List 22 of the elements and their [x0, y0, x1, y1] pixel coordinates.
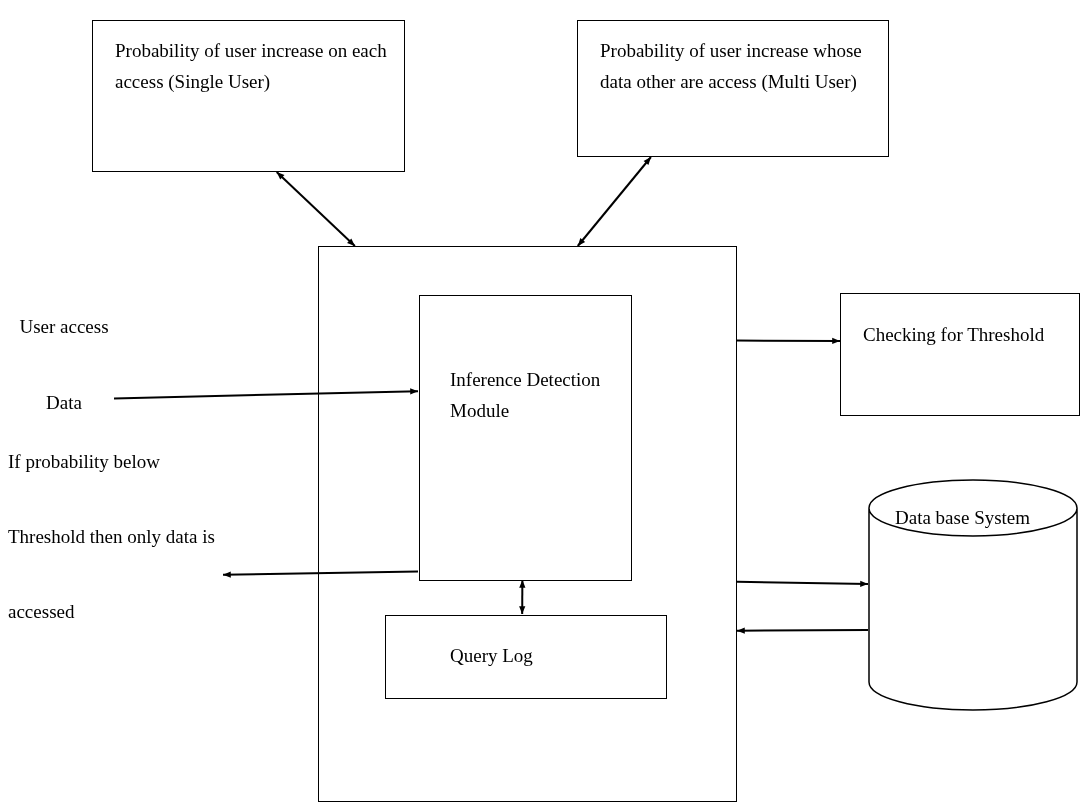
node-label: Inference Detection Module: [450, 368, 602, 423]
node-label: Probability of user increase on each access (Single User): [115, 39, 388, 94]
arrow: [576, 156, 652, 247]
arrow: [736, 337, 841, 345]
node-label: Query Log: [450, 644, 534, 668]
arrow: [736, 580, 869, 587]
input-label: User access Data: [18, 315, 110, 415]
arrow: [113, 388, 419, 400]
arrow: [275, 171, 356, 247]
output-label: If probability below Threshold then only data is accessed: [8, 450, 216, 624]
node-label: Checking for Threshold: [863, 323, 1046, 347]
container-box: [318, 246, 737, 802]
process-box: [577, 20, 889, 157]
process-box: [385, 615, 667, 699]
process-box: [840, 293, 1080, 416]
arrow: [736, 627, 869, 634]
process-box: [92, 20, 405, 172]
arrow: [222, 570, 419, 578]
arrow: [519, 579, 526, 615]
node-label: Data base System: [895, 506, 1032, 530]
node-label: Probability of user increase whose data other are access (Multi User): [600, 39, 863, 94]
module-box: [419, 295, 632, 581]
